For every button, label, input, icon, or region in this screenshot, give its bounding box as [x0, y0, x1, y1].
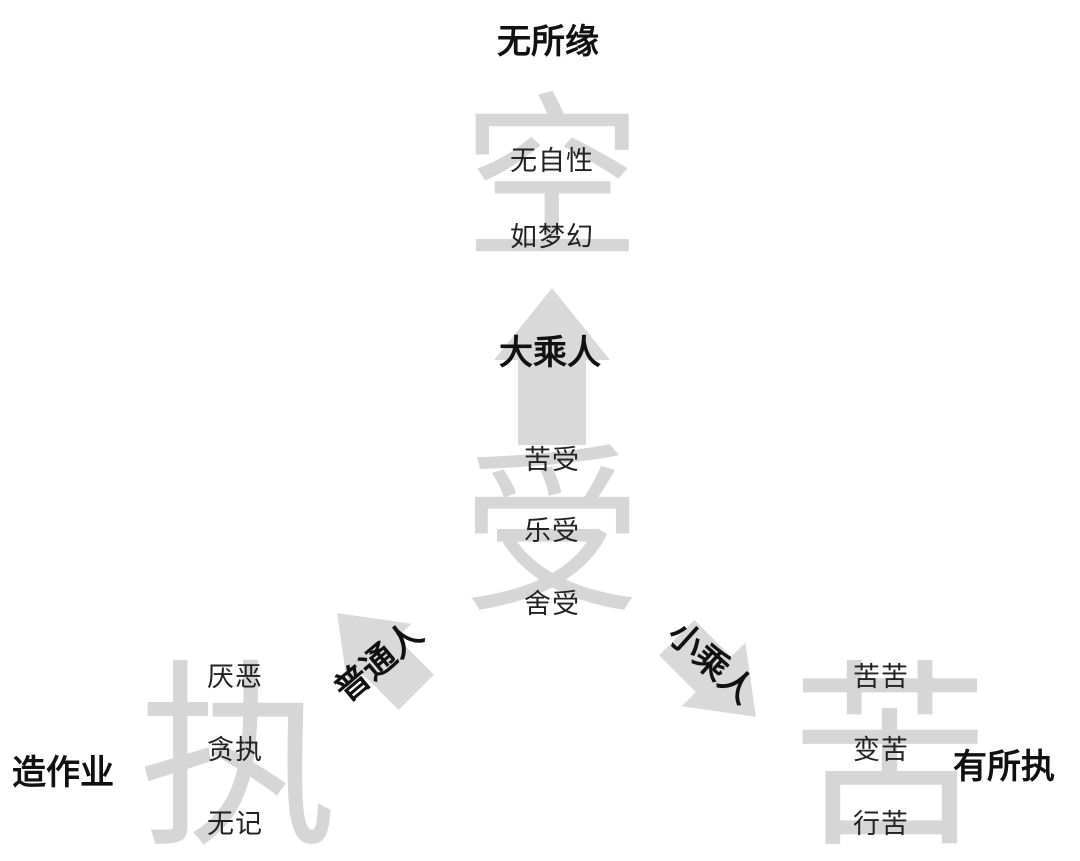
arrow-up [494, 288, 610, 445]
center-item-3: 舍受 [524, 589, 580, 620]
watermark-zhi: 执 [138, 643, 339, 861]
center-item-1: 苦受 [524, 445, 580, 476]
watermark-shou: 受 [462, 430, 643, 639]
right-item-1: 苦苦 [853, 662, 909, 693]
arrow-down-left [337, 613, 434, 710]
heading-bottom-left: 造作业 [12, 753, 114, 793]
arrow-label-up: 大乘人 [499, 333, 601, 373]
left-item-2: 贪执 [207, 735, 263, 766]
left-item-1: 厌恶 [207, 662, 263, 693]
top-item-2: 如梦幻 [510, 222, 594, 253]
center-item-2: 乐受 [524, 516, 580, 547]
right-item-3: 行苦 [853, 809, 909, 840]
watermark-kong: 空 [462, 77, 643, 286]
top-item-1: 无自性 [510, 146, 594, 177]
heading-bottom-right: 有所执 [953, 747, 1055, 787]
arrow-down-right [659, 620, 756, 717]
left-item-3: 无记 [207, 809, 263, 840]
heading-top: 无所缘 [497, 22, 599, 62]
right-item-2: 变苦 [853, 735, 909, 766]
watermark-ku: 苦 [790, 643, 991, 861]
